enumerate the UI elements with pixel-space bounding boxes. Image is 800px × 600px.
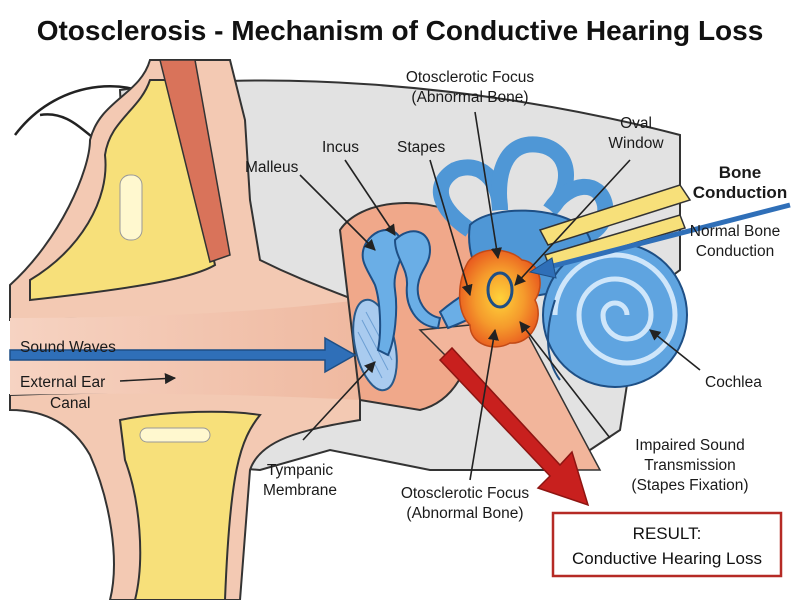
label-oval-window-1: Oval [620,115,652,132]
label-bone-conduction-2: Conduction [693,183,787,202]
page-title: Otosclerosis - Mechanism of Conductive H… [37,15,764,46]
bone-conduction-band [538,184,692,246]
label-stapes: Stapes [397,139,446,156]
label-impaired-3: (Stapes Fixation) [631,477,748,494]
label-impaired-1: Impaired Sound [635,437,744,454]
oval-window [486,271,514,309]
impaired-transmission-arrow [438,346,590,507]
bone-conduction-arrow [544,202,791,271]
label-external-ear-canal-1: External Ear [20,374,105,391]
label-oval-window-2: Window [608,135,664,152]
incus [393,230,442,330]
label-impaired-2: Transmission [644,457,736,474]
cochlea [542,242,688,388]
label-bone-conduction-1: Bone [719,163,762,182]
upper-cartilage-highlight [119,174,143,241]
label-otosclerotic-focus-bottom-1: Otosclerotic Focus [401,485,530,502]
result-line-2: Conductive Hearing Loss [572,549,762,568]
label-external-ear-canal-2: Canal [50,395,91,412]
label-otosclerotic-focus-top-1: Otosclerotic Focus [406,69,535,86]
label-tympanic-membrane-2: Membrane [263,482,337,499]
lower-cartilage-highlight [139,427,211,443]
label-normal-bone-conduction-1: Normal Bone [690,223,780,240]
sound-waves-arrow [9,336,357,374]
lower-cartilage [118,410,262,600]
label-otosclerotic-focus-bottom-2: (Abnormal Bone) [406,505,523,522]
result-line-1: RESULT: [633,524,702,543]
label-incus: Incus [322,139,359,156]
label-malleus: Malleus [245,159,299,176]
result-box [551,511,783,578]
label-tympanic-membrane-1: Tympanic [267,462,334,479]
bone-conduction-arrowhead [528,257,557,279]
label-sound-waves: Sound Waves [20,339,116,356]
label-normal-bone-conduction-2: Conduction [696,243,774,260]
label-otosclerotic-focus-top-2: (Abnormal Bone) [411,89,528,106]
leader-lines [119,111,701,481]
label-cochlea: Cochlea [705,374,762,391]
muscle-strip [159,59,231,263]
